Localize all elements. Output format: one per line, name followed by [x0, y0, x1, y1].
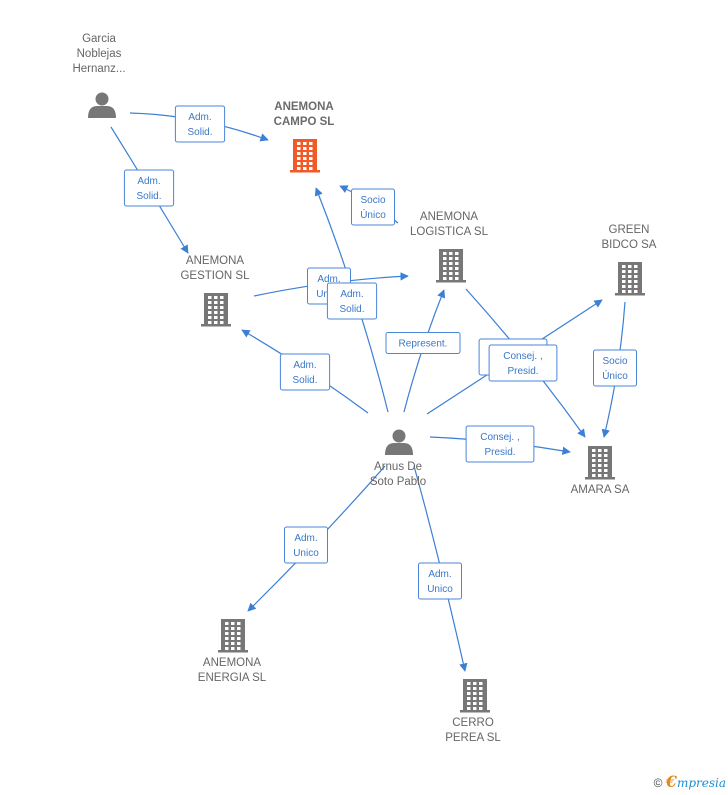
node-gestion[interactable]: ANEMONA GESTION SL	[180, 255, 250, 327]
node-label-arnus[interactable]: Soto Pablo	[370, 476, 426, 488]
edge-label-garcia-to-gestion[interactable]: Adm. Solid.	[123, 169, 175, 207]
building-icon[interactable]	[585, 446, 615, 480]
edge-label-arnus-to-energia[interactable]: Adm. Unico	[284, 526, 328, 564]
node-label-arnus[interactable]: Arnus De	[374, 461, 422, 473]
node-label-gestion[interactable]: ANEMONA	[186, 255, 244, 267]
node-label-logistica[interactable]: LOGISTICA SL	[410, 226, 489, 238]
node-label-garcia[interactable]: Hernanz...	[72, 63, 125, 75]
node-label-gestion[interactable]: GESTION SL	[180, 270, 250, 282]
node-arnus[interactable]: Arnus De Soto Pablo	[370, 429, 426, 489]
node-cerro[interactable]: CERRO PEREA SL	[445, 679, 501, 744]
edge-label-arnus-to-campo[interactable]: Adm. Solid.	[326, 282, 378, 320]
edge-label-text: Adm.	[317, 274, 340, 285]
node-label-cerro[interactable]: PEREA SL	[445, 732, 501, 744]
building-icon[interactable]	[460, 679, 490, 713]
node-label-garcia[interactable]: Garcia	[82, 33, 116, 45]
building-icon[interactable]	[290, 139, 320, 173]
edge-label-text: Adm.	[340, 289, 363, 300]
edge-label-text: Presid.	[484, 447, 515, 458]
edge-label-text: Solid.	[339, 304, 364, 315]
brand-logo-text: mpresia	[676, 776, 726, 790]
edge-label-arnus-to-gestion[interactable]: Adm. Solid.	[279, 353, 331, 391]
edge-label-arnus-to-amara[interactable]: Consej. , Presid.	[465, 425, 535, 463]
building-icon[interactable]	[436, 249, 466, 283]
edge-label-text: Adm.	[188, 112, 211, 123]
building-icon[interactable]	[615, 262, 645, 296]
node-green[interactable]: GREEN BIDCO SA	[602, 224, 657, 296]
node-label-green[interactable]: GREEN	[609, 224, 650, 236]
node-amara[interactable]: AMARA SA	[571, 446, 630, 496]
brand-logo-initial: €	[665, 772, 677, 791]
edge-label-text: Consej. ,	[480, 432, 519, 443]
node-campo[interactable]: ANEMONA CAMPO SL	[274, 101, 335, 173]
edge-label-text: Único	[602, 369, 628, 382]
footer-brand: © €mpresia	[654, 772, 726, 791]
node-energia[interactable]: ANEMONA ENERGIA SL	[198, 619, 267, 684]
edge-label-text: Solid.	[292, 375, 317, 386]
edge-label-text: Adm.	[137, 176, 160, 187]
edge-label-text: Represent.	[399, 339, 448, 350]
person-icon[interactable]	[385, 429, 413, 456]
node-garcia[interactable]: GarciaNoblejasHernanz...	[72, 33, 126, 119]
node-label-campo[interactable]: ANEMONA	[274, 101, 333, 113]
edge-label-text: Adm.	[428, 569, 451, 580]
edge-label-text: Único	[360, 208, 386, 221]
edge-label-text: Adm.	[294, 533, 317, 544]
edge-label-text: Unico	[293, 548, 319, 559]
edge-label-text: Adm.	[293, 360, 316, 371]
building-icon[interactable]	[201, 293, 231, 327]
edge-label-arnus-to-logistica[interactable]: Represent.	[385, 332, 461, 354]
node-label-garcia[interactable]: Noblejas	[77, 48, 122, 60]
node-label-green[interactable]: BIDCO SA	[602, 239, 657, 251]
edge-label-logistica-to-amara[interactable]: Consej. , Presid.	[488, 344, 558, 382]
edge-label-text: Consej. ,	[503, 351, 542, 362]
copyright-symbol: ©	[653, 776, 663, 790]
node-label-logistica[interactable]: ANEMONA	[420, 211, 478, 223]
node-logistica[interactable]: ANEMONA LOGISTICA SL	[410, 211, 489, 283]
edge-label-text: Solid.	[136, 191, 161, 202]
edge-label-text: Socio	[602, 356, 627, 367]
edge-label-arnus-to-cerro[interactable]: Adm. Unico	[418, 562, 462, 600]
node-label-energia[interactable]: ANEMONA	[203, 657, 261, 669]
edge-label-text: Socio	[360, 195, 385, 206]
node-label-energia[interactable]: ENERGIA SL	[198, 672, 267, 684]
edge-label-text: Unico	[427, 584, 453, 595]
edge-label-text: Solid.	[187, 127, 212, 138]
node-label-amara[interactable]: AMARA SA	[571, 484, 630, 496]
building-icon[interactable]	[218, 619, 248, 653]
person-icon[interactable]	[88, 92, 116, 119]
edge-label-text: Presid.	[507, 366, 538, 377]
node-label-cerro[interactable]: CERRO	[452, 717, 494, 729]
edge-label-garcia-to-campo[interactable]: Adm. Solid.	[174, 105, 226, 143]
node-label-campo[interactable]: CAMPO SL	[274, 116, 335, 128]
